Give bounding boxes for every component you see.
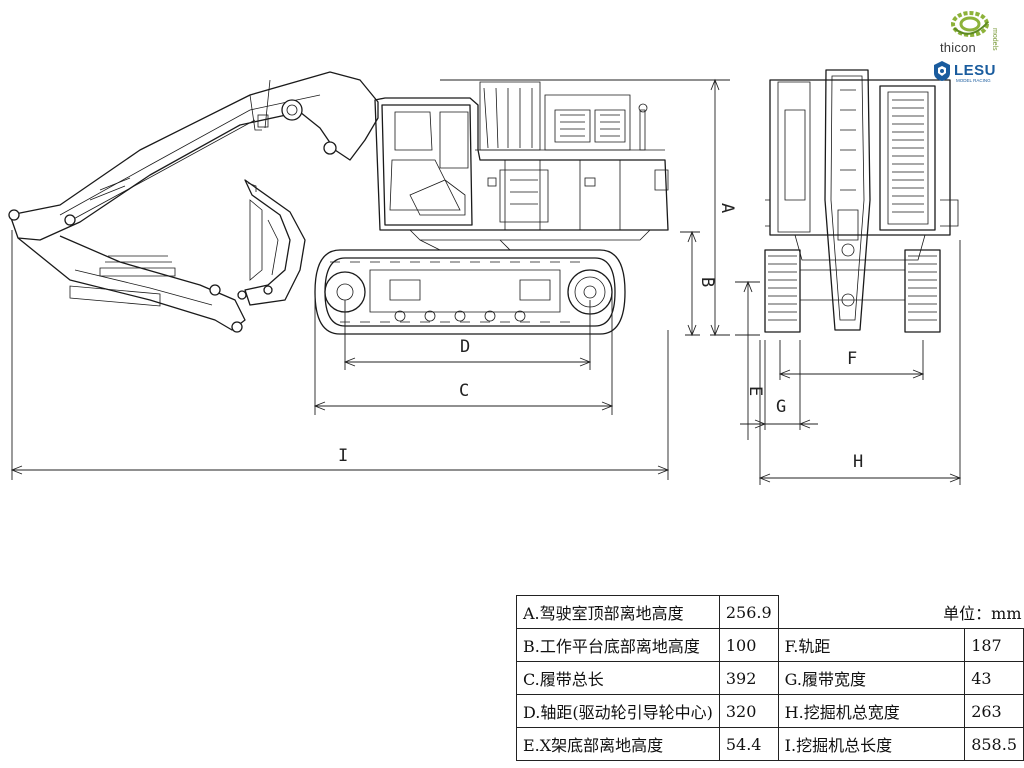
dim-label-e: E [745,386,765,396]
spec-value: 256.9 [718,595,779,629]
dimension-spec-table: A.驾驶室顶部离地高度 256.9 单位：mm B.工作平台底部离地高度 100… [516,595,1024,761]
lesu-logo-text: LESU [954,62,997,79]
spec-label: I.挖掘机总长度 [777,727,966,761]
table-row: A.驾驶室顶部离地高度 256.9 单位：mm [516,595,1024,629]
spec-value: 858.5 [964,727,1024,761]
table-row: D.轴距(驱动轮引导轮中心) 320 H.挖掘机总宽度 263 [516,694,1024,728]
table-row: E.X架底部离地高度 54.4 I.挖掘机总长度 858.5 [516,727,1024,761]
dim-label-i: I [338,446,348,466]
stick [17,235,246,333]
spec-label: C.履带总长 [516,661,720,695]
dim-label-c: C [459,381,469,401]
dim-label-h: H [853,452,863,472]
table-row: C.履带总长 392 G.履带宽度 43 [516,661,1024,695]
dim-label-f: F [847,349,857,369]
excavator-side-view [8,71,669,335]
spec-label: D.轴距(驱动轮引导轮中心) [516,694,720,728]
spec-label: E.X架底部离地高度 [516,727,720,761]
boom [8,71,379,241]
spec-value: 54.4 [718,727,779,761]
thicon-logo-text: thicon [940,40,976,55]
spec-value: 187 [964,628,1024,662]
dim-label-b: B [697,277,717,287]
unit-label: 单位：mm [943,603,1022,623]
thicon-gear-icon [951,11,989,37]
spec-label: A.驾驶室顶部离地高度 [516,595,720,629]
dim-label-a: A [717,203,737,213]
dimension-lines: A B D C I E F G H [10,78,962,485]
excavator-dimension-drawing: A B D C I E F G H [8,69,962,485]
spec-label: G.履带宽度 [777,661,966,695]
lesu-lion-icon [934,61,950,81]
spec-label: H.挖掘机总宽度 [777,694,966,728]
dim-label-g: G [776,397,786,417]
spec-value: 392 [718,661,779,695]
lesu-logo-subtext: MODEL RACING [956,78,991,83]
spec-value: 263 [964,694,1024,728]
table-row: B.工作平台底部离地高度 100 F.轨距 187 [516,628,1024,662]
upper-structure [374,81,669,241]
excavator-front-view [764,69,959,333]
dim-label-d: D [460,337,470,357]
thicon-logo-subtext: models [991,28,998,51]
spec-value: 43 [964,661,1024,695]
spec-label: B.工作平台底部离地高度 [516,628,720,662]
spec-value: 320 [718,694,779,728]
track-side [314,239,626,335]
spec-label: F.轨距 [777,628,966,662]
spec-value: 100 [718,628,779,662]
bucket [237,179,306,306]
brand-logos: thicon models LESU MODEL RACING [928,6,1018,86]
